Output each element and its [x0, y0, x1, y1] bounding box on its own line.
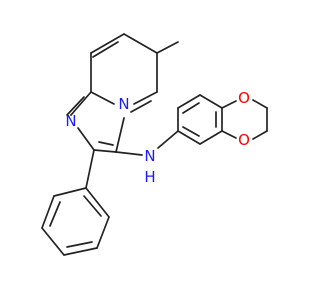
bond — [177, 130, 201, 145]
bond — [182, 126, 200, 137]
bond — [199, 130, 223, 145]
bond — [221, 130, 237, 139]
atom-label-o-upper: O — [238, 89, 250, 107]
atom-label-n-ring: N — [118, 95, 129, 113]
bond — [133, 91, 158, 105]
bond — [156, 41, 179, 54]
atom-label-h-amine: H — [144, 168, 155, 186]
bond — [77, 127, 95, 151]
bond — [182, 102, 200, 114]
atom-label-o-lower: O — [238, 131, 250, 149]
bond — [115, 117, 125, 153]
bond — [252, 130, 268, 140]
bond — [98, 141, 114, 146]
bond — [85, 149, 95, 189]
bond — [49, 201, 61, 227]
bond — [93, 149, 117, 153]
bond — [41, 195, 55, 229]
bond — [130, 100, 152, 113]
bond — [63, 247, 98, 256]
atom-label-n-amine: N — [144, 147, 155, 165]
bond — [83, 195, 102, 217]
bond-group — [41, 33, 268, 256]
bond — [90, 91, 115, 105]
bond — [96, 216, 110, 249]
molecule-diagram: N N N H O O — [41, 33, 268, 256]
bond — [53, 187, 87, 197]
bond — [70, 91, 92, 116]
bond — [177, 94, 201, 109]
bond — [66, 241, 93, 248]
bond — [90, 33, 125, 54]
bond — [123, 33, 158, 54]
bond — [157, 130, 179, 149]
bond — [252, 99, 268, 109]
bond — [92, 41, 119, 58]
bond — [115, 151, 143, 156]
atom-label-n-imidazole: N — [65, 112, 76, 130]
bond — [199, 94, 223, 109]
bond — [85, 187, 110, 218]
bond — [221, 100, 237, 109]
molecule-canvas: N N N H O O — [41, 33, 268, 256]
atom-label-group: N N N H O O — [65, 89, 250, 186]
bond — [66, 96, 85, 116]
bond — [41, 227, 65, 256]
